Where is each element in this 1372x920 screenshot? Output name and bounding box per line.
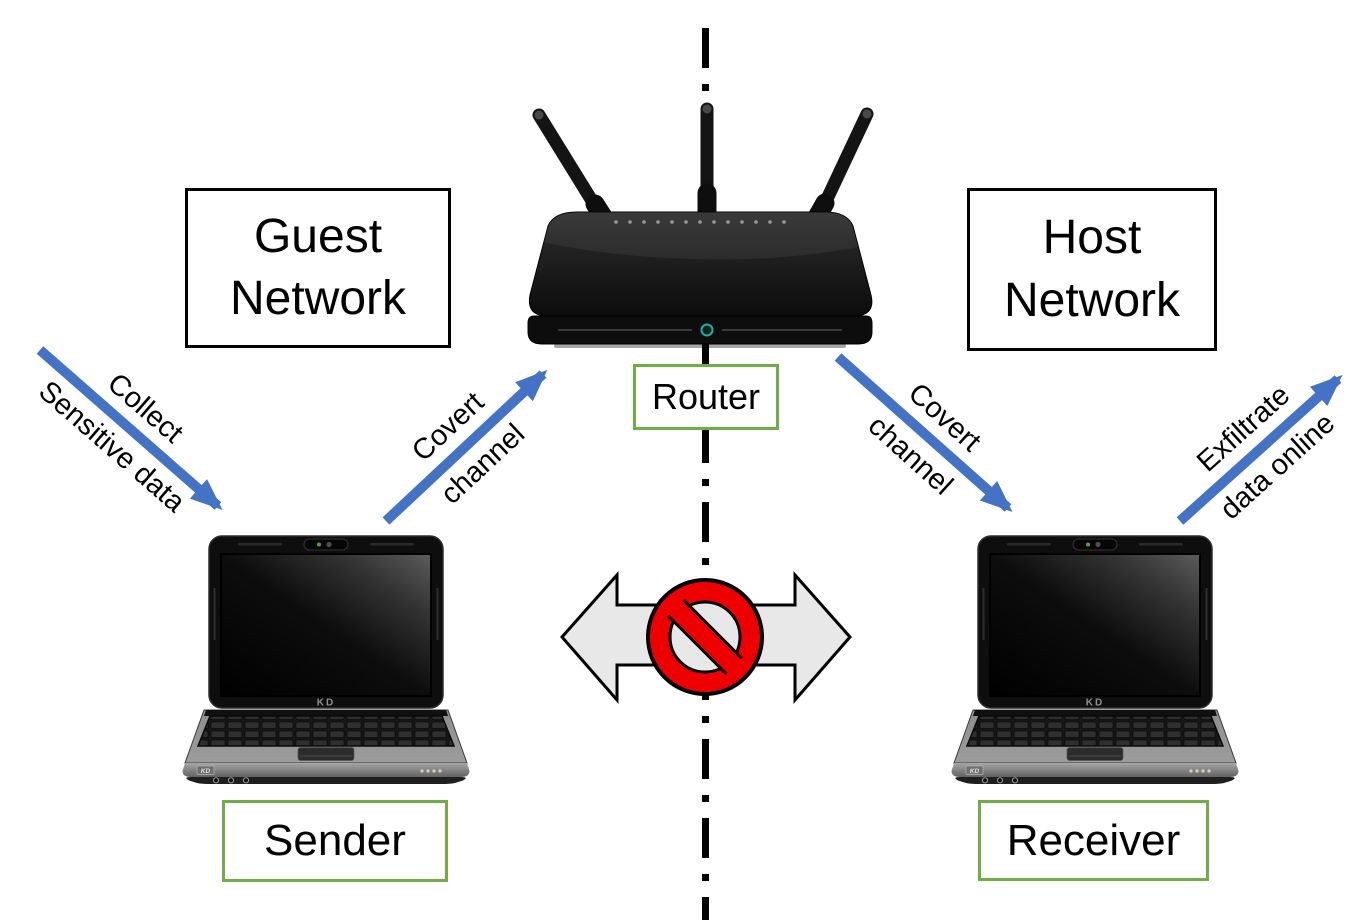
receiver-label: Receiver	[978, 800, 1209, 881]
covert-channel-right-label: Covert channel	[861, 372, 993, 502]
host-network-line1: Host	[1042, 211, 1142, 265]
receiver-laptop-icon	[950, 535, 1240, 784]
router-body	[527, 211, 873, 348]
guest-network-box: Guest Network	[185, 188, 451, 348]
guest-network-line1: Guest	[253, 209, 383, 263]
sender-label: Sender	[222, 800, 448, 882]
exfiltrate-flow-label: Exfiltrate data online	[1180, 369, 1342, 526]
sender-laptop-icon	[181, 535, 471, 784]
covert-channel-left-label: Covert channel	[400, 381, 532, 512]
router-led-row	[614, 220, 786, 224]
network-boundary-divider-line	[702, 28, 709, 920]
router-icon	[527, 102, 874, 348]
host-network-box: Host Network	[967, 188, 1217, 351]
router-label: Router	[633, 364, 779, 430]
collect-flow-label: Collect Sensitive data	[32, 337, 225, 520]
guest-network-line2: Network	[229, 272, 407, 325]
host-network-line2: Network	[1003, 273, 1181, 327]
